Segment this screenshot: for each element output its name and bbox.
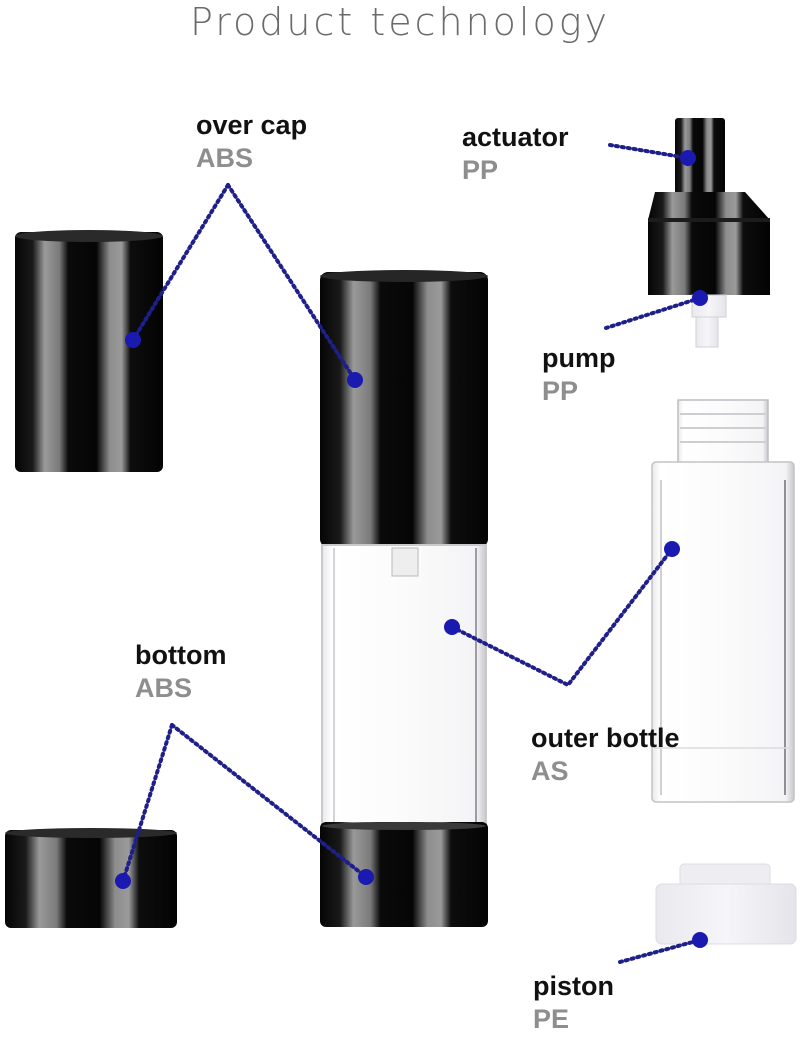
dot-bottom-center — [358, 869, 374, 885]
diagram-title: Product technology — [189, 0, 611, 44]
label-pump: pump PP — [542, 345, 616, 405]
callout-dots — [115, 150, 708, 948]
label-actuator: actuator PP — [462, 124, 569, 184]
leader-over-cap-left — [131, 183, 230, 342]
leader-actuator — [608, 143, 690, 160]
part-material: PP — [542, 376, 579, 406]
leader-over-cap-center — [226, 183, 357, 382]
dot-pump — [692, 290, 708, 306]
dot-actuator — [680, 150, 696, 166]
leader-pump — [604, 296, 702, 330]
dot-over-cap-center — [347, 372, 363, 388]
part-name: actuator — [462, 122, 569, 152]
label-bottom: bottom ABS — [135, 642, 226, 702]
part-name: pump — [542, 343, 616, 373]
part-name: piston — [533, 971, 614, 1001]
label-piston: piston PE — [533, 973, 614, 1033]
part-name: bottom — [135, 640, 227, 670]
piston-part — [655, 863, 797, 945]
leader-bottom-center — [170, 723, 368, 879]
outer-bottle-part — [651, 399, 795, 803]
part-material: ABS — [196, 143, 254, 173]
leader-piston — [618, 938, 702, 964]
part-material: PP — [462, 155, 499, 185]
dot-outer-bottle-right — [664, 541, 680, 557]
dot-bottom-left — [115, 873, 131, 889]
dot-piston — [692, 932, 708, 948]
part-material: AS — [531, 756, 569, 786]
actuator-pump-part — [648, 118, 770, 348]
bottom-part — [5, 828, 177, 928]
part-name: outer bottle — [531, 723, 680, 753]
leader-bottom-left — [121, 723, 174, 883]
part-name: over cap — [196, 110, 308, 140]
leader-lines — [121, 143, 702, 964]
dot-outer-bottle-center — [444, 619, 460, 635]
over-cap-part — [15, 230, 163, 472]
leader-outer-bottle — [450, 547, 674, 688]
label-over-cap: over cap ABS — [196, 112, 307, 172]
dot-over-cap-left — [125, 332, 141, 348]
assembled-bottle — [320, 270, 488, 927]
part-material: PE — [533, 1004, 570, 1034]
part-material: ABS — [135, 673, 193, 703]
label-outer-bottle: outer bottle AS — [531, 725, 680, 785]
